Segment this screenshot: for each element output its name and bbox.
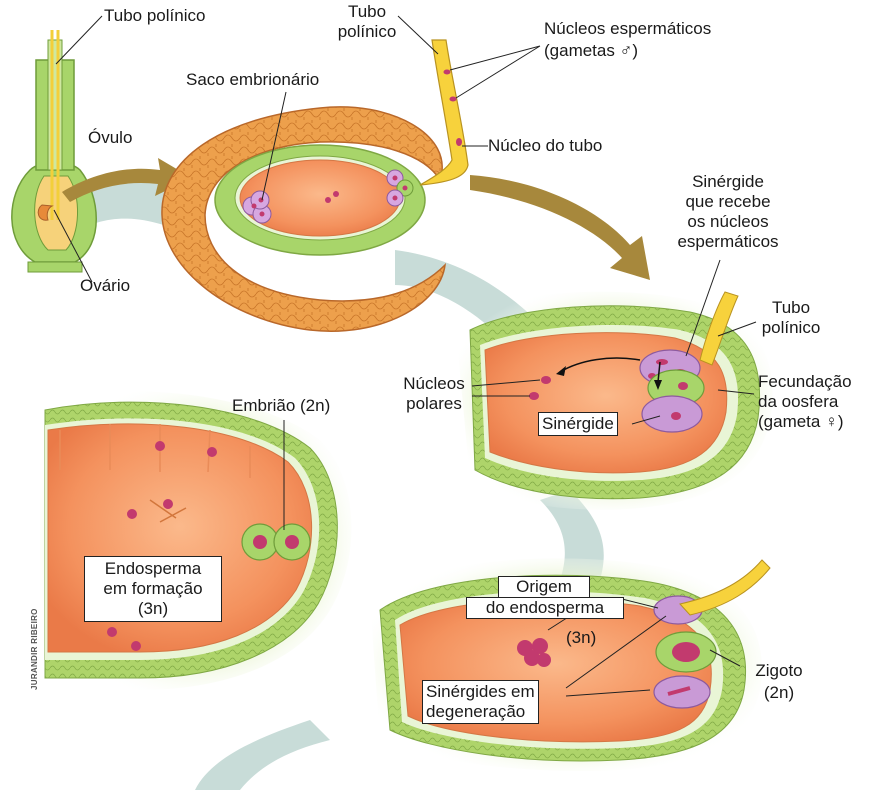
- label-fecundacao-1: Fecundação: [758, 372, 852, 391]
- antipodal-cells: [242, 190, 272, 224]
- label-tubo-polinico-right-1: Tubo: [771, 298, 811, 317]
- label-sinergide-recebe-3: os núcleos: [687, 212, 769, 231]
- embryo-sac-closeup: [455, 291, 773, 510]
- arrow-to-sac: [470, 175, 650, 280]
- label-zigoto-2: (2n): [763, 683, 795, 702]
- label-nucleos-espermaticos: Núcleos espermáticos (gametas ♂): [544, 18, 711, 62]
- flow-arrow-3: [540, 490, 604, 580]
- label-fecundacao-2: da oosfera: [758, 392, 839, 411]
- label-fecundacao-3: (gameta ♀): [758, 412, 844, 431]
- label-endosperma-3: (3n): [137, 599, 169, 618]
- label-sinergides-degeneracao-2: degeneração: [426, 702, 526, 721]
- label-nucleos-espermaticos-1: Núcleos espermáticos: [544, 19, 712, 38]
- arrow-to-ovule: [62, 158, 192, 202]
- label-sinergide-recebe-4: espermáticos: [677, 232, 779, 251]
- label-ovulo: Óvulo: [88, 128, 133, 147]
- label-zigoto: Zigoto (2n): [746, 660, 812, 704]
- label-endosperma-2: em formação: [103, 579, 203, 598]
- label-origem-3: (3n): [566, 628, 597, 647]
- label-sinergide-recebe: Sinérgide que recebe os núcleos espermát…: [660, 172, 796, 252]
- label-origem-1: Origem: [516, 577, 572, 596]
- label-sinergide-recebe-1: Sinérgide: [692, 172, 764, 191]
- label-saco-embrionario: Saco embrionário: [186, 70, 320, 89]
- label-nucleos-polares-1: Núcleos: [403, 374, 465, 393]
- label-origem-endosperma-box-2: do endosperma: [466, 597, 624, 619]
- label-tubo-polinico-top: Tubo polínico: [104, 6, 206, 25]
- label-nucleos-espermaticos-2: (gametas ♂): [544, 41, 638, 60]
- label-origem-endosperma-box: Origem: [498, 576, 590, 598]
- label-nucleos-polares-2: polares: [406, 394, 462, 413]
- label-endosperma-1: Endosperma: [104, 559, 202, 578]
- embryo-cells: [241, 523, 311, 561]
- endosperm-origin-cell: [517, 638, 551, 667]
- label-endosperma: Endosperma em formação (3n): [84, 556, 222, 622]
- label-tubo-polinico-mid-2: polínico: [337, 22, 397, 41]
- pollen-tube-top: [419, 39, 469, 186]
- label-origem-2: do endosperma: [485, 598, 605, 617]
- label-tubo-polinico-mid: Tubo polínico: [326, 2, 408, 42]
- label-tubo-polinico-right: Tubo polínico: [746, 298, 836, 338]
- label-embriao: Embrião (2n): [232, 396, 331, 415]
- illustrator-credit: JURANDIR RIBEIRO: [30, 608, 39, 690]
- flower-pistil: [11, 30, 97, 273]
- endosperm-formation: [40, 391, 352, 690]
- label-fecundacao: Fecundação da oosfera (gameta ♀): [758, 372, 852, 432]
- label-tubo-polinico-mid-1: Tubo: [347, 2, 387, 21]
- label-sinergides-degeneracao-1: Sinérgides em: [426, 682, 535, 701]
- label-sinergide-recebe-2: que recebe: [685, 192, 771, 211]
- label-tubo-polinico-right-2: polínico: [761, 318, 821, 337]
- progress-arrows: [62, 158, 650, 280]
- label-nucleos-polares: Núcleos polares: [396, 374, 472, 414]
- label-sinergides-degeneracao: Sinérgides em degeneração: [422, 680, 539, 724]
- label-sinergide: Sinérgide: [538, 412, 618, 436]
- label-zigoto-1: Zigoto: [755, 661, 803, 680]
- flow-arrow-4: [195, 720, 330, 790]
- egg-apparatus: [386, 169, 414, 207]
- label-ovario: Ovário: [80, 276, 131, 295]
- label-nucleo-do-tubo: Núcleo do tubo: [488, 136, 603, 155]
- ovule: [161, 106, 447, 332]
